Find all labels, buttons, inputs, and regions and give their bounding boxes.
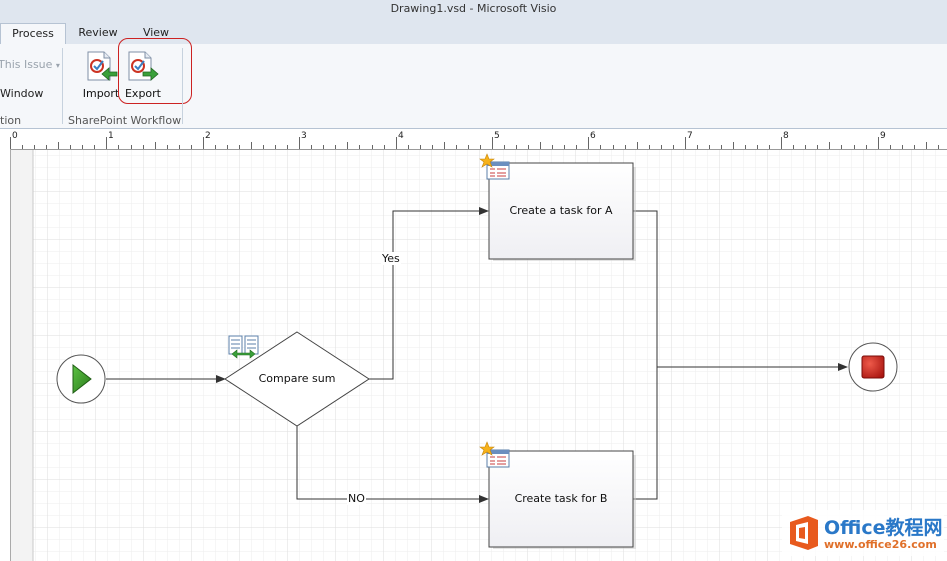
window-button[interactable]: Window — [0, 87, 44, 100]
compare-label: Compare sum — [258, 372, 336, 385]
window-title: Drawing1.vsd - Microsoft Visio — [390, 2, 557, 15]
this-issue-label: This Issue — [0, 58, 53, 71]
ruler-label: 7 — [687, 131, 693, 141]
ruler-ticks — [10, 137, 939, 149]
compare-decision-shape[interactable] — [224, 331, 370, 427]
compare-data-icon — [228, 335, 259, 359]
watermark: Office教程网 www.office26.com — [782, 510, 944, 556]
horizontal-ruler[interactable]: 0 1 2 3 4 5 6 7 8 9 — [0, 129, 947, 150]
play-icon — [72, 363, 92, 395]
vertical-ruler[interactable] — [0, 149, 11, 561]
ruler-label: 4 — [398, 131, 404, 141]
connector-yes[interactable] — [369, 207, 489, 380]
task-b-label: Create task for B — [514, 492, 608, 505]
tab-view[interactable]: View — [142, 26, 170, 39]
ruler-label: 8 — [783, 131, 789, 141]
import-icon — [87, 51, 118, 81]
connector-no[interactable] — [296, 426, 489, 503]
task-a-shape[interactable] — [488, 162, 636, 261]
yes-edge-label: Yes — [381, 252, 401, 265]
task-b-shape[interactable] — [488, 450, 636, 549]
import-button[interactable]: Import — [79, 48, 123, 104]
stop-icon — [861, 355, 885, 379]
tab-review[interactable]: Review — [78, 26, 118, 39]
tab-process[interactable]: Process — [0, 23, 66, 45]
task-a-label: Create a task for A — [509, 204, 613, 217]
ruler-label: 5 — [494, 131, 500, 141]
export-button[interactable]: Export — [121, 48, 165, 104]
dropdown-arrow-icon: ▾ — [55, 61, 60, 70]
stop-shape[interactable] — [848, 342, 898, 392]
ruler-label: 0 — [12, 131, 18, 141]
group-divider — [62, 48, 63, 124]
ruler-label: 6 — [590, 131, 596, 141]
group-divider — [182, 48, 183, 124]
watermark-url: www.office26.com — [824, 538, 937, 551]
no-edge-label: NO — [347, 492, 366, 505]
ruler-label: 9 — [880, 131, 886, 141]
group-label-sharepoint-workflow: SharePoint Workflow — [68, 114, 182, 127]
export-label: Export — [124, 87, 161, 100]
window-title-bar: Drawing1.vsd - Microsoft Visio — [0, 0, 947, 20]
export-highlight-circle — [118, 38, 192, 104]
watermark-title: Office教程网 — [824, 517, 943, 539]
diagram-svg — [11, 150, 947, 561]
connector-tasks-merge[interactable] — [633, 210, 658, 500]
ruler-label: 1 — [108, 131, 114, 141]
office-logo-icon — [790, 516, 818, 550]
page-margin — [11, 150, 33, 561]
ruler-label: 3 — [301, 131, 307, 141]
ruler-label: 2 — [205, 131, 211, 141]
import-label: Import — [82, 87, 120, 100]
task-b-icon — [479, 441, 510, 468]
drawing-canvas[interactable]: Compare sum Create a task for A Create t… — [11, 150, 947, 561]
group-label-partial: tion — [0, 114, 22, 127]
ribbon: This Issue ▾ Window tion Import Export S… — [0, 38, 947, 129]
export-icon — [128, 51, 159, 81]
task-a-icon — [479, 153, 510, 180]
start-shape[interactable] — [56, 354, 106, 404]
this-issue-button[interactable]: This Issue ▾ — [0, 58, 60, 71]
